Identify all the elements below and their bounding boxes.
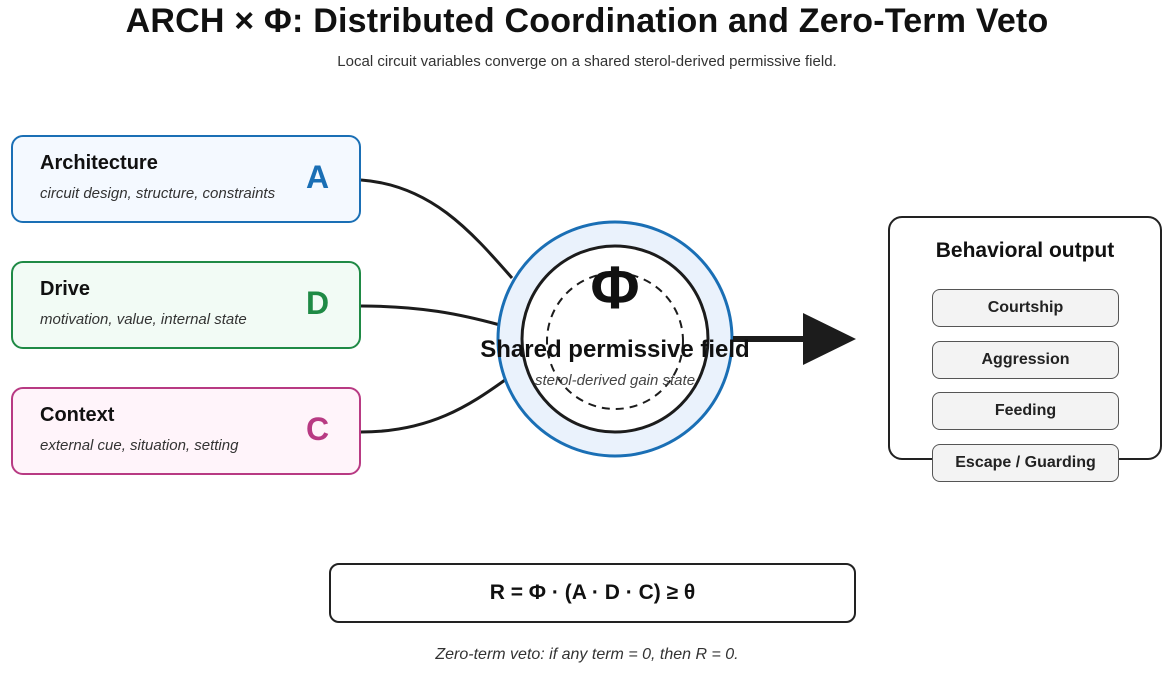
drive-box: Drive motivation, value, internal state …	[11, 261, 361, 349]
page-subtitle: Local circuit variables converge on a sh…	[337, 53, 837, 70]
output-arrow-head	[803, 313, 856, 365]
behavior-courtship: Courtship	[932, 289, 1119, 327]
behavioral-output-title: Behavioral output	[935, 239, 1115, 262]
architecture-letter: A	[306, 159, 330, 195]
drive-description: motivation, value, internal state	[40, 311, 247, 328]
field-sublabel: sterol-derived gain state	[534, 372, 696, 389]
field-dashed-core	[546, 272, 684, 410]
connector-drive	[360, 304, 501, 327]
drive-letter: D	[306, 285, 330, 321]
context-description: external cue, situation, setting	[40, 437, 239, 454]
architecture-description: circuit design, structure, constraints	[40, 185, 276, 202]
context-box: Context external cue, situation, setting…	[11, 387, 361, 475]
drive-label: Drive	[40, 278, 91, 300]
field-label: Shared permissive field	[480, 336, 750, 363]
phi-symbol: Φ	[590, 254, 640, 321]
connector-architecture	[360, 178, 514, 279]
architecture-label: Architecture	[40, 152, 158, 174]
behavior-aggression: Aggression	[932, 341, 1119, 379]
formula-box: R = Φ · (A · D · C) ≥ θ	[329, 563, 856, 623]
architecture-box: Architecture circuit design, structure, …	[11, 135, 361, 223]
connector-context	[360, 378, 506, 434]
context-letter: C	[306, 411, 330, 447]
page-title: ARCH × Φ: Distributed Coordination and Z…	[125, 2, 1049, 40]
veto-note: Zero-term veto: if any term = 0, then R …	[435, 646, 739, 663]
behavior-feeding: Feeding	[932, 392, 1119, 430]
behavior-escape-guarding: Escape / Guarding	[932, 444, 1119, 482]
context-label: Context	[40, 404, 115, 426]
